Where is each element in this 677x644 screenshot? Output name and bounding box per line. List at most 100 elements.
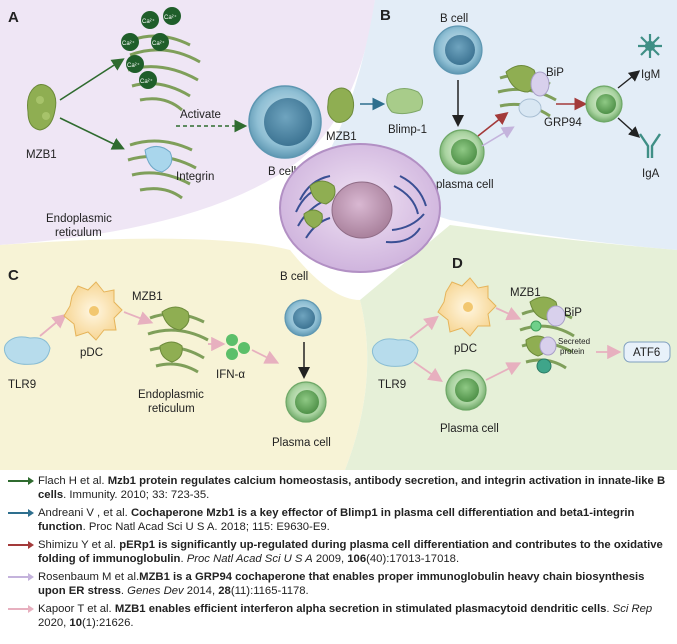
arrow-a-to-er-top [59,58,125,101]
plasma-cell-label-b: plasma cell [436,179,494,191]
tlr9-receptor-c [3,336,51,365]
arrow-tlr9-to-plasma-d [413,361,443,383]
mzb1-diagram: A B C D MZB1 Ca²⁺ Ca²⁺ Ca²⁺ Ca²⁺ Ca²⁺ Ca… [0,0,677,470]
reference-pages: (1):21626. [82,617,134,629]
secreted-protein-line2: protein [560,347,584,356]
arrow-to-iga [617,117,641,138]
er-label-a-line2: reticulum [55,227,102,239]
reference-authors: Shimizu Y et al. [38,539,120,551]
b-cell-label-c: B cell [280,271,308,283]
b-cell-c [284,299,322,337]
ca-label-4: Ca²⁺ [152,40,165,47]
reference-title: Cochaperone Mzb1 is a key effector of Bl… [38,507,635,533]
mzb1-protein-a [27,84,57,131]
reference-year: 2020, [38,617,70,629]
bip-label-d: BiP [564,307,582,319]
plasma-cell-label-c: Plasma cell [272,437,331,449]
arrow-pdc-to-er-c [123,311,154,325]
grp94-label: GRP94 [544,117,582,129]
er-label-c-line2: reticulum [148,403,195,415]
arrow-plasma-to-er-red [477,112,509,137]
reference-pages: (40):17013-17018. [366,553,460,565]
reference-title: MZB1 is a GRP94 cochaperone that enables… [38,571,645,597]
pdc-label-d: pDC [454,343,477,355]
iga-label: IgA [642,168,660,180]
reference-title: MZB1 enables efficient interferon alpha … [114,603,607,615]
mzb1-label-c: MZB1 [132,291,163,303]
reference-text: Andreani V , et al. Cochaperone Mzb1 is … [38,506,673,534]
pdc-cell-d [437,277,497,337]
ca-label-3: Ca²⁺ [122,40,135,47]
reference-text: Shimizu Y et al. pERp1 is significantly … [38,539,663,565]
ca-label-6: Ca²⁺ [140,78,153,85]
blimp1-protein [386,88,424,115]
igm-label: IgM [641,69,660,81]
integrin-label: Integrin [176,171,214,183]
reference-journal: Genes Dev [127,585,184,597]
ifna-label: IFN-α [216,369,245,381]
integrin-icon [144,146,173,173]
reference-volume: 28 [218,585,231,597]
b-cell-label-top: B cell [440,13,468,25]
pdc-cell-c [63,281,123,341]
arrow-pdc-to-er-d [495,306,522,321]
panel-a-background [0,0,375,245]
atf6-label: ATF6 [633,347,660,359]
reference-text: Flach H et al. Mzb1 protein regulates ca… [38,474,673,502]
atf6-box [623,341,671,363]
reference-arrow-icon [8,477,34,485]
panel-d-background [345,225,677,470]
reference-year: 2009, [312,553,348,565]
plasma-cell-label-d: Plasma cell [440,423,499,435]
mzb1-label-b: MZB1 [326,131,357,143]
reference-pages: (11):1165-1178. [230,585,309,597]
reference-volume: 106 [347,553,367,565]
reference-title: pERp1 is significantly up-regulated duri… [38,539,663,565]
mzb1-label-d: MZB1 [510,287,541,299]
ca-label-2: Ca²⁺ [164,14,177,21]
er-label-c-line1: Endoplasmic [138,389,204,401]
reference-authors: Kapoor T et al. [38,603,115,615]
tlr9-receptor-d [371,338,419,367]
reference-citation: . Immunity. 2010; 33: 723-35. [63,489,210,501]
reference-item: Kapoor T et al. MZB1 enables efficient i… [8,602,673,630]
central-plasma-cell [279,143,441,273]
arrow-plasma-to-er-lavender [481,126,515,147]
reference-arrow-icon [8,605,34,613]
arrow-tlr9-to-pdc-d [409,315,439,339]
panel-c-background [0,238,368,470]
er-complex-d [519,296,575,374]
arrow-a-to-er-bottom [59,117,125,150]
blimp1-label: Blimp-1 [388,124,427,136]
arrow-plasma-to-er-d [485,362,522,381]
mzb1-protein-b [327,87,355,123]
plasma-cell-d [445,369,487,411]
reference-journal: Sci Rep [612,603,653,615]
pdc-label-c: pDC [80,347,103,359]
reference-arrow-icon [8,509,34,517]
arrow-tlr9-to-pdc [39,313,67,337]
reference-authors: Rosenbaum M et al. [38,571,140,583]
igm-icon [638,34,662,58]
activate-label: Activate [180,109,221,121]
reference-item: Shimizu Y et al. pERp1 is significantly … [8,538,673,566]
panel-b-letter: B [380,7,391,24]
panel-a-letter: A [8,9,19,26]
reference-authors: Andreani V , et al. [38,507,131,519]
er-chaperone-complex-b [497,65,557,118]
arrow-to-igm [617,70,641,89]
b-cell-label-left: B cell [268,166,296,178]
calcium-ions: Ca²⁺ Ca²⁺ Ca²⁺ Ca²⁺ Ca²⁺ Ca²⁺ [121,7,181,89]
panel-d-letter: D [452,255,463,272]
reference-journal: Proc Natl Acad Sci U S A [186,553,313,565]
iga-icon [639,133,661,158]
reference-arrow-icon [8,573,34,581]
panel-c-letter: C [8,267,19,284]
reference-text: Rosenbaum M et al.MZB1 is a GRP94 cochap… [38,571,645,597]
b-cell-large [248,85,322,159]
er-complex-c [147,306,209,374]
er-label-a-line1: Endoplasmic [46,213,112,225]
mzb1-label-a: MZB1 [26,149,57,161]
reference-volume: 10 [69,617,82,629]
reference-authors: Flach H et al. [38,475,108,487]
